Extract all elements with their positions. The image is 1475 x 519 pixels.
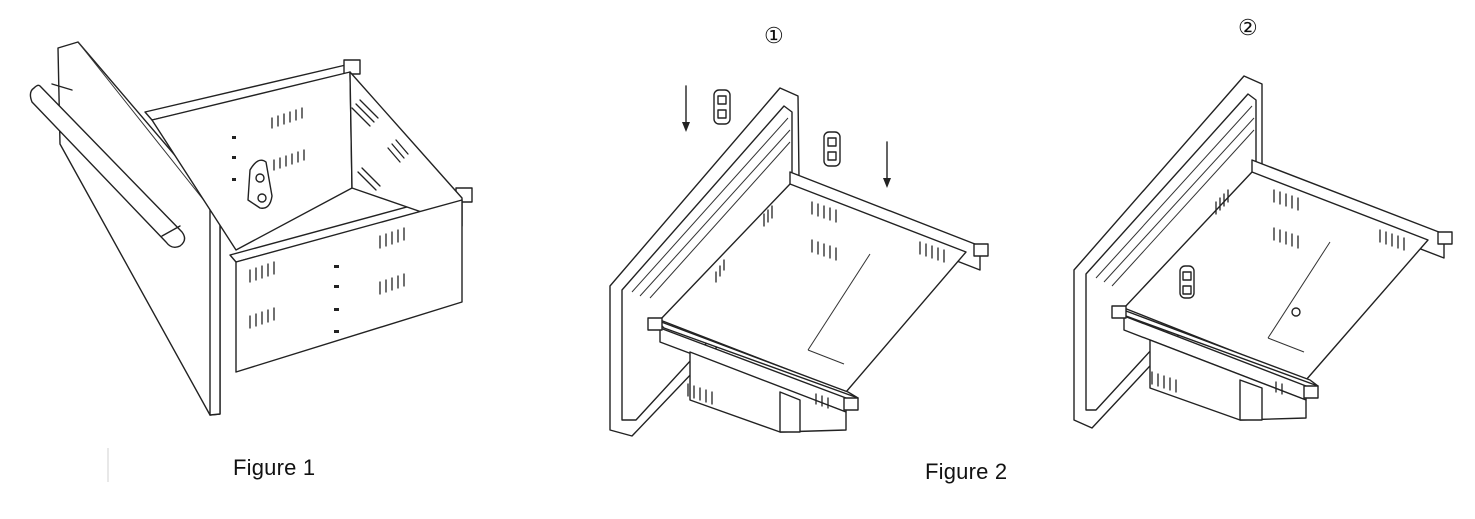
vent-slots bbox=[687, 201, 945, 409]
mounting-bracket-left bbox=[713, 89, 731, 125]
vent-slots bbox=[1151, 189, 1405, 395]
step-1-label: ① bbox=[764, 24, 784, 49]
mounting-bracket bbox=[247, 159, 273, 209]
step-2-label: ② bbox=[1238, 16, 1258, 41]
down-arrow-icon bbox=[883, 141, 891, 188]
figure-2-caption: Figure 2 bbox=[925, 459, 1008, 484]
down-arrow-icon bbox=[682, 85, 690, 132]
drawer-side-rails bbox=[144, 59, 473, 263]
figure-1-caption: Figure 1 bbox=[233, 455, 316, 480]
mounting-bracket-installed bbox=[1179, 265, 1195, 299]
vent-slots bbox=[232, 99, 409, 333]
figure-2-step-2-drawer bbox=[1073, 75, 1453, 429]
drawer-front-panel bbox=[57, 41, 221, 416]
figure-2-step-1-drawer bbox=[609, 85, 989, 437]
basket-front-wall bbox=[235, 199, 463, 373]
figure-1-drawer bbox=[29, 41, 473, 482]
mounting-bracket-right bbox=[823, 131, 841, 167]
drawer-handle bbox=[29, 83, 186, 249]
